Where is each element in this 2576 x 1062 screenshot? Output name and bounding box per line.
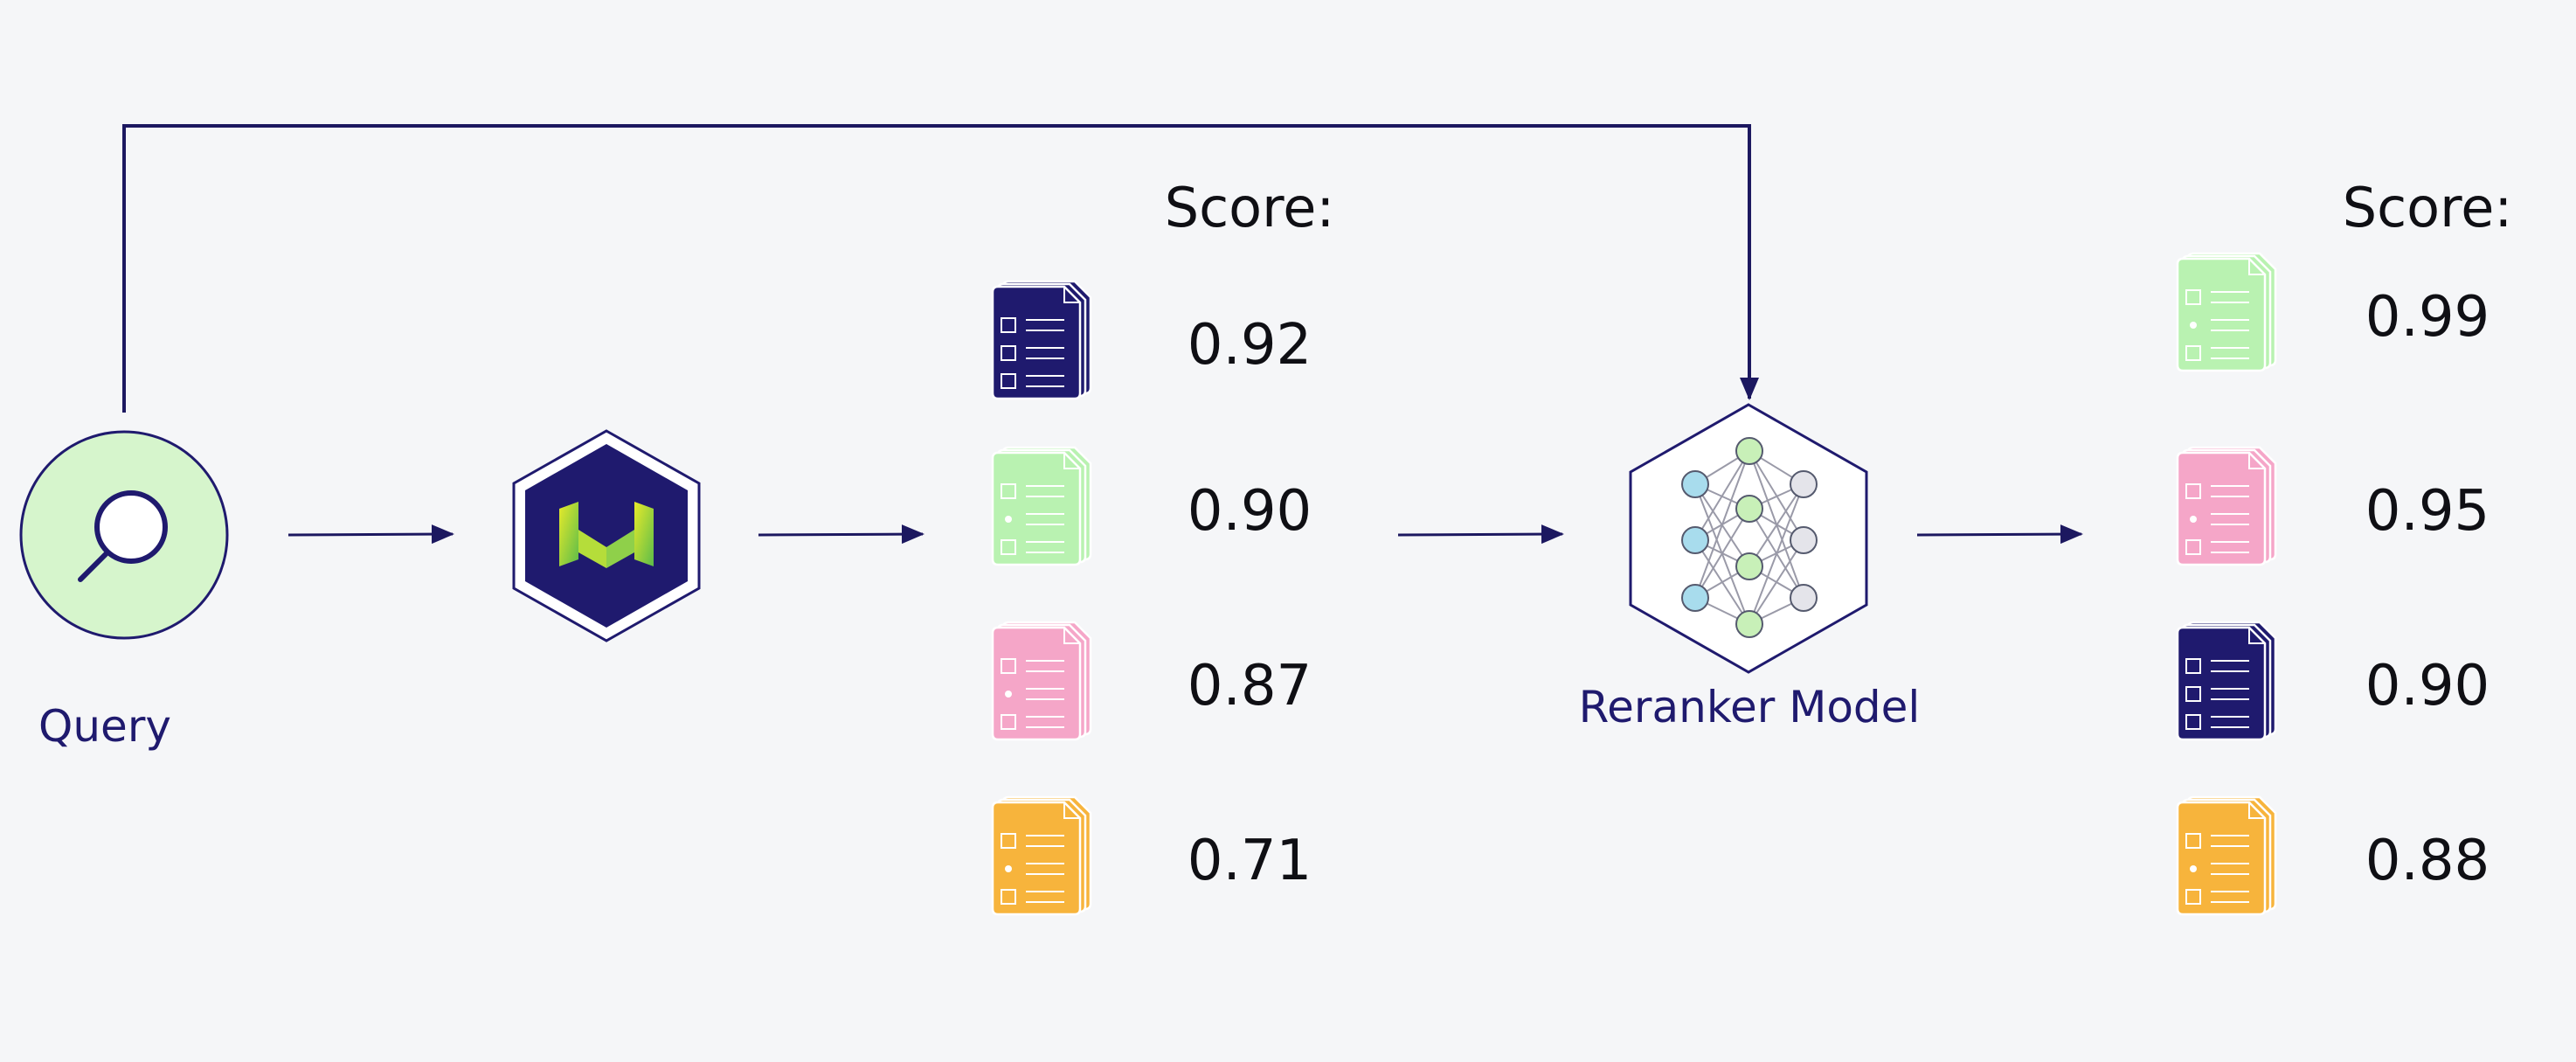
- nn-input-node: [1681, 470, 1709, 498]
- score-value: 0.87: [1188, 654, 1312, 718]
- score-value: 0.90: [2365, 654, 2490, 718]
- nn-output-node: [1790, 584, 1818, 612]
- document-stack-navy-icon: [2176, 621, 2277, 741]
- neural-network-icon: [1681, 437, 1818, 638]
- nn-output-node: [1790, 526, 1818, 554]
- nn-hidden-node: [1735, 437, 1763, 465]
- initial-score-header: Score:: [1165, 176, 1335, 239]
- result-row: 0.95: [2176, 446, 2490, 566]
- initial-results: Score: 0.92 0.90 0.87 0.71: [991, 176, 1335, 916]
- document-stack-navy-icon: [991, 280, 1092, 400]
- reranker-node: Reranker Model: [1579, 403, 1921, 732]
- result-row: 0.99: [2176, 252, 2490, 372]
- nn-input-node: [1681, 526, 1709, 554]
- score-value: 0.71: [1188, 829, 1312, 893]
- nn-output-node: [1790, 470, 1818, 498]
- document-stack-orange-icon: [991, 795, 1092, 916]
- vector-db-hexagon-inner: [525, 444, 688, 628]
- query-node: Query: [19, 430, 229, 752]
- document-stack-pink-icon: [2176, 446, 2277, 566]
- score-value: 0.99: [2365, 285, 2490, 350]
- result-row: 0.90: [2176, 621, 2490, 741]
- result-row: 0.87: [991, 621, 1312, 741]
- document-stack-green-icon: [2176, 252, 2277, 372]
- result-row: 0.90: [991, 446, 1312, 566]
- weaviate-logo-icon: [559, 502, 654, 568]
- arrow-results-to-reranker: [1397, 524, 1564, 545]
- arrow-db-to-results: [758, 524, 924, 545]
- reranked-score-header: Score:: [2343, 176, 2513, 239]
- document-stack-pink-icon: [991, 621, 1092, 741]
- query-label: Query: [38, 701, 171, 752]
- query-to-reranker-connector: [122, 124, 1759, 413]
- reranker-label: Reranker Model: [1579, 682, 1921, 732]
- reranked-results: Score: 0.99 0.95 0.90 0.88: [2176, 176, 2513, 916]
- result-row: 0.71: [991, 795, 1312, 916]
- nn-hidden-node: [1735, 552, 1763, 580]
- document-stack-orange-icon: [2176, 795, 2277, 916]
- score-value: 0.92: [1188, 313, 1312, 378]
- result-row: 0.88: [2176, 795, 2490, 916]
- arrow-query-to-db: [287, 524, 454, 545]
- vector-db-node: [512, 429, 701, 642]
- score-value: 0.88: [2365, 829, 2490, 893]
- arrow-reranker-to-output: [1916, 524, 2083, 545]
- score-value: 0.95: [2365, 479, 2490, 544]
- nn-hidden-node: [1735, 610, 1763, 638]
- result-row: 0.92: [991, 280, 1312, 400]
- nn-input-node: [1681, 584, 1709, 612]
- score-value: 0.90: [1188, 479, 1312, 544]
- search-icon: [78, 490, 168, 582]
- document-stack-green-icon: [991, 446, 1092, 566]
- nn-hidden-node: [1735, 495, 1763, 523]
